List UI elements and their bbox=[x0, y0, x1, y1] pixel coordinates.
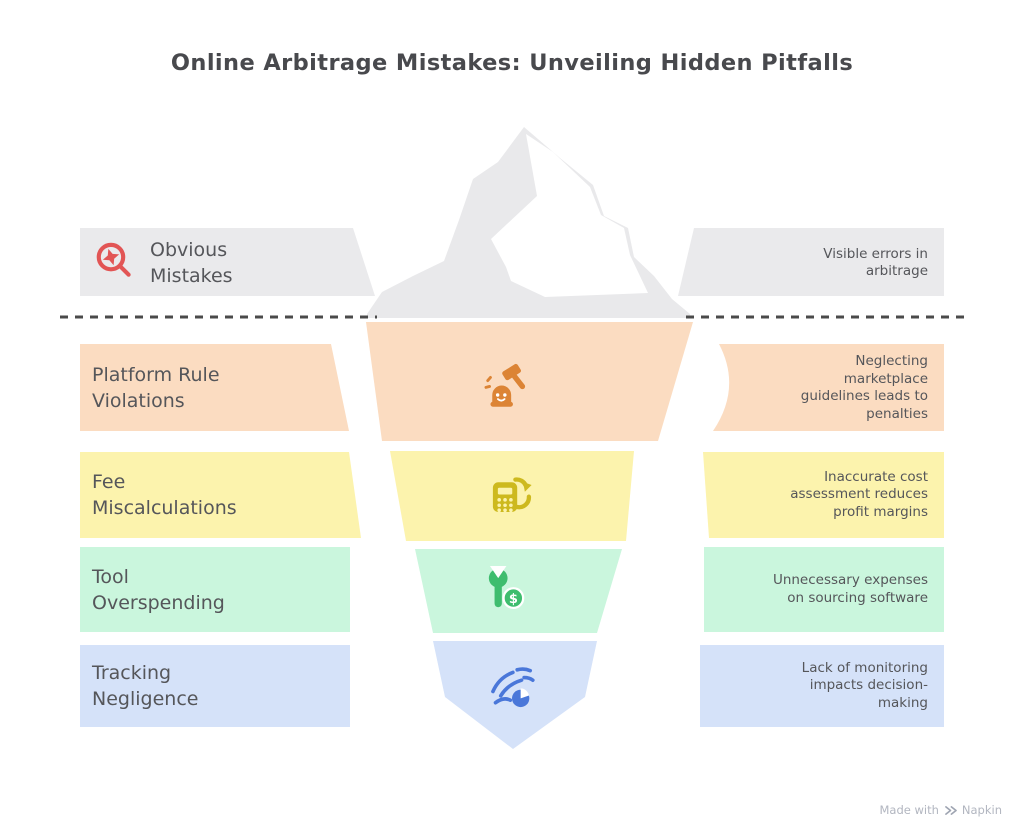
row1-label: Obvious Mistakes bbox=[150, 239, 233, 287]
calculator-body bbox=[492, 482, 518, 512]
mole-eyes bbox=[495, 393, 507, 397]
wrench-notch bbox=[489, 566, 507, 579]
watermark: Made with Napkin bbox=[880, 803, 1003, 817]
mole-and-hammer bbox=[490, 363, 522, 407]
row4-label: Tool Overspending bbox=[92, 565, 225, 614]
calculator-refresh-icon bbox=[492, 477, 532, 512]
row3-label: Fee Miscalculations bbox=[92, 471, 237, 519]
hammer-handle bbox=[511, 373, 526, 390]
wind-swooshes bbox=[491, 667, 535, 705]
row5-right-band bbox=[700, 645, 944, 727]
row2-right-band bbox=[713, 344, 944, 431]
impact-sparks bbox=[484, 376, 492, 389]
pie-chart-slice bbox=[520, 688, 529, 699]
whack-a-mole-gavel-icon bbox=[484, 363, 526, 407]
row4-left-band bbox=[80, 547, 350, 632]
dollar-symbol: $ bbox=[509, 592, 518, 607]
row2-label: Platform Rule Violations bbox=[92, 364, 220, 412]
row5-label: Tracking Negligence bbox=[92, 662, 199, 710]
napkin-logo-icon bbox=[944, 805, 957, 815]
wind-pie-chart-icon bbox=[491, 667, 535, 708]
row2-left-band bbox=[80, 344, 349, 431]
row5-left-band bbox=[80, 645, 350, 727]
refresh-arrowhead bbox=[523, 481, 532, 492]
magnifier-outline bbox=[96, 242, 131, 277]
row5-description: Lack of monitoring impacts decision- mak… bbox=[801, 659, 928, 711]
row2-description: Neglecting marketplace guidelines leads … bbox=[800, 353, 928, 422]
row3-description: Inaccurate cost assessment reduces profi… bbox=[790, 468, 928, 520]
row4-description: Unnecessary expenses on sourcing softwar… bbox=[772, 572, 928, 606]
row3-left-band bbox=[80, 452, 361, 538]
row1-description: Visible errors in arbitrage bbox=[823, 245, 928, 280]
row4-right-band bbox=[704, 547, 944, 632]
row3-right-band bbox=[703, 452, 944, 538]
row2-center-segment bbox=[366, 322, 693, 441]
calculator-buttons bbox=[497, 498, 513, 512]
row1-left-band bbox=[80, 228, 375, 296]
sparkle-star bbox=[102, 248, 120, 266]
wrench-dollar-icon: $ bbox=[488, 566, 525, 610]
iceberg-tip-facet bbox=[491, 134, 648, 297]
page-title: Online Arbitrage Mistakes: Unveiling Hid… bbox=[170, 50, 854, 76]
dollar-coin bbox=[502, 587, 525, 610]
watermark-prefix: Made with bbox=[879, 803, 939, 817]
calculator-display bbox=[497, 487, 513, 495]
watermark-brand: Napkin bbox=[961, 803, 1002, 817]
mole-smile bbox=[497, 398, 506, 402]
row1-right-band bbox=[678, 228, 944, 296]
magnifier-sparkle-icon bbox=[96, 242, 131, 277]
